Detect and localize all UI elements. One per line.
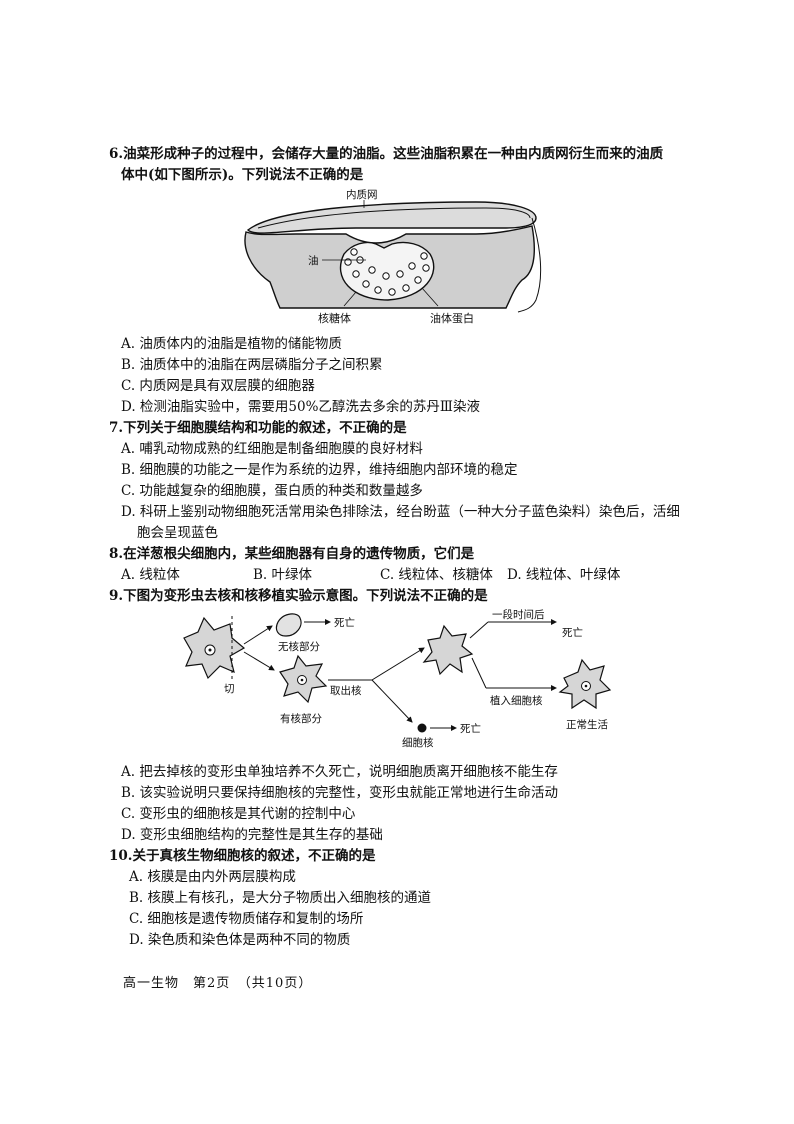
enucleated-amoeba [422, 624, 474, 676]
label-normal: 正常生活 [566, 718, 608, 731]
oleosin-dots [344, 248, 430, 296]
label-cut: 切 [224, 683, 235, 695]
q8-stem: 8.在洋葱根尖细胞内，某些细胞器有自身的遗传物质，它们是 [109, 546, 475, 562]
q10-option-a: A. 核膜是由内外两层膜构成 [129, 869, 296, 885]
q6-option-b: B. 油质体中的油脂在两层磷脂分子之间积累 [121, 357, 383, 373]
label-ribosome: 核糖体 [318, 312, 351, 325]
q9-option-d: D. 变形虫细胞结构的完整性是其生存的基础 [121, 827, 383, 843]
q8-option-b: B. 叶绿体 [253, 567, 313, 583]
label-oleosin: 油体蛋白 [430, 312, 474, 325]
q9-stem: 9.下图为变形虫去核和核移植实验示意图。下列说法不正确的是 [109, 588, 488, 604]
q7-stem: 7.下列关于细胞膜结构和功能的叙述，不正确的是 [109, 420, 407, 436]
q8-option-a: A. 线粒体 [121, 567, 180, 583]
label-remove-nucleus: 取出核 [330, 684, 362, 697]
q10-option-c: C. 细胞核是遗传物质储存和复制的场所 [129, 911, 364, 927]
q10-option-d: D. 染色质和染色体是两种不同的物质 [129, 932, 351, 948]
q10-option-b: B. 核膜上有核孔，是大分子物质出入细胞核的通道 [129, 890, 432, 906]
isolated-nucleus [417, 723, 427, 733]
q9-option-b: B. 该实验说明只要保持细胞核的完整性，变形虫就能正常地进行生命活动 [121, 785, 559, 801]
label-after-time: 一段时间后 [492, 608, 545, 621]
q8-option-c: C. 线粒体、核糖体 [380, 567, 493, 583]
label-death1: 死亡 [334, 616, 355, 629]
q7-option-c: C. 功能越复杂的细胞膜，蛋白质的种类和数量越多 [121, 483, 423, 499]
no-nucleus-part [275, 613, 302, 637]
q7-option-a: A. 哺乳动物成熟的红细胞是制备细胞膜的良好材料 [121, 441, 423, 457]
q6-option-c: C. 内质网是具有双层膜的细胞器 [121, 378, 315, 394]
q9-option-c: C. 变形虫的细胞核是其代谢的控制中心 [121, 806, 356, 822]
q7-option-b: B. 细胞膜的功能之一是作为系统的边界，维持细胞内部环境的稳定 [121, 462, 518, 478]
q10-stem: 10.关于真核生物细胞核的叙述，不正确的是 [109, 848, 376, 864]
q7-option-d: D. 科研上鉴别动物细胞死活常用染色排除法，经台盼蓝（一种大分子蓝色染料）染色后… [121, 504, 680, 520]
label-oil: 油 [308, 254, 319, 267]
q8-option-d: D. 线粒体、叶绿体 [507, 567, 621, 583]
amoeba-figure: 切 死亡 无核部分 有核部分 取出核 细胞核 死亡 一段时间后 死亡 植入细胞核… [183, 608, 612, 749]
label-has-nucleus: 有核部分 [280, 712, 322, 725]
page-footer: 高一生物 第2页 （共10页） [123, 976, 313, 991]
label-er: 内质网 [346, 188, 378, 201]
q6-stem-line1: 6.油菜形成种子的过程中，会储存大量的油脂。这些油脂积累在一种由内质网衍生而来的… [109, 146, 664, 162]
q6-stem-line2: 体中(如下图所示)。下列说法不正确的是 [121, 167, 364, 183]
label-implant: 植入细胞核 [490, 694, 543, 707]
q6-option-a: A. 油质体内的油脂是植物的储能物质 [121, 336, 342, 352]
q6-option-d: D. 检测油脂实验中，需要用50%乙醇洗去多余的苏丹Ⅲ染液 [121, 399, 480, 415]
label-death2: 死亡 [460, 722, 481, 735]
label-death3: 死亡 [562, 626, 583, 639]
oil-body-figure: 内质网 油 [244, 188, 542, 313]
label-nucleus: 细胞核 [402, 736, 434, 749]
q7-option-d-cont: 胞会呈现蓝色 [137, 525, 218, 541]
er-membrane [246, 201, 537, 234]
q9-option-a: A. 把去掉核的变形虫单独培养不久死亡，说明细胞质离开细胞核不能生存 [121, 764, 558, 780]
label-no-nucleus: 无核部分 [278, 640, 320, 653]
